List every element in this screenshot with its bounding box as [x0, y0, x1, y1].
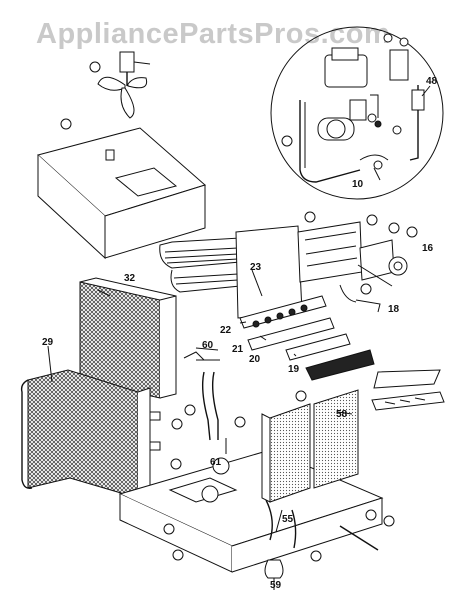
part-label-60: 60 — [202, 340, 214, 351]
callout-marker — [310, 550, 322, 562]
callout-marker — [281, 135, 293, 147]
callout-marker — [184, 404, 196, 416]
callout-marker — [388, 222, 400, 234]
air-filters — [261, 389, 395, 551]
leader-lines — [47, 85, 431, 590]
part-label-58: 58 — [336, 409, 348, 420]
watermark-text: AppliancePartsPros.com — [36, 18, 391, 50]
callout-marker — [366, 214, 378, 226]
condenser-coil — [20, 369, 151, 499]
callout-marker — [170, 458, 182, 470]
callout-marker — [163, 523, 175, 535]
callout-marker — [89, 61, 101, 73]
part-label-16: 16 — [422, 243, 434, 254]
part-label-55: 55 — [282, 514, 294, 525]
part-label-32: 32 — [124, 273, 136, 284]
part-label-20: 20 — [249, 354, 261, 365]
part-label-21: 21 — [232, 344, 244, 355]
callout-marker — [383, 515, 395, 527]
part-label-22: 22 — [220, 325, 232, 336]
callout-marker — [172, 549, 184, 561]
part-label-61: 61 — [210, 457, 222, 468]
part-label-18: 18 — [388, 304, 400, 315]
callout-marker — [392, 125, 402, 135]
part-label-19: 19 — [288, 364, 300, 375]
gas-valve-inset — [270, 26, 444, 200]
burner-assembly — [297, 214, 418, 313]
part-label-48: 48 — [426, 76, 438, 87]
cabinet-housing — [36, 118, 207, 260]
callout-marker — [383, 33, 393, 43]
part-label-23: 23 — [250, 262, 262, 273]
part-label-10: 10 — [352, 179, 364, 190]
evaporator-coil — [79, 277, 177, 399]
callout-marker — [399, 37, 409, 47]
callout-marker — [60, 118, 72, 130]
callout-marker — [234, 416, 246, 428]
callout-marker — [365, 509, 377, 521]
callout-marker — [304, 211, 316, 223]
callout-marker — [171, 418, 183, 430]
manifold-bars — [239, 295, 445, 411]
callout-marker — [406, 226, 418, 238]
callout-marker — [295, 390, 307, 402]
callout-marker — [360, 283, 372, 295]
part-label-59: 59 — [270, 580, 282, 591]
fan-assembly — [89, 51, 151, 119]
refrigerant-tubing — [149, 351, 246, 470]
callout-marker — [367, 113, 377, 123]
part-label-29: 29 — [42, 337, 54, 348]
